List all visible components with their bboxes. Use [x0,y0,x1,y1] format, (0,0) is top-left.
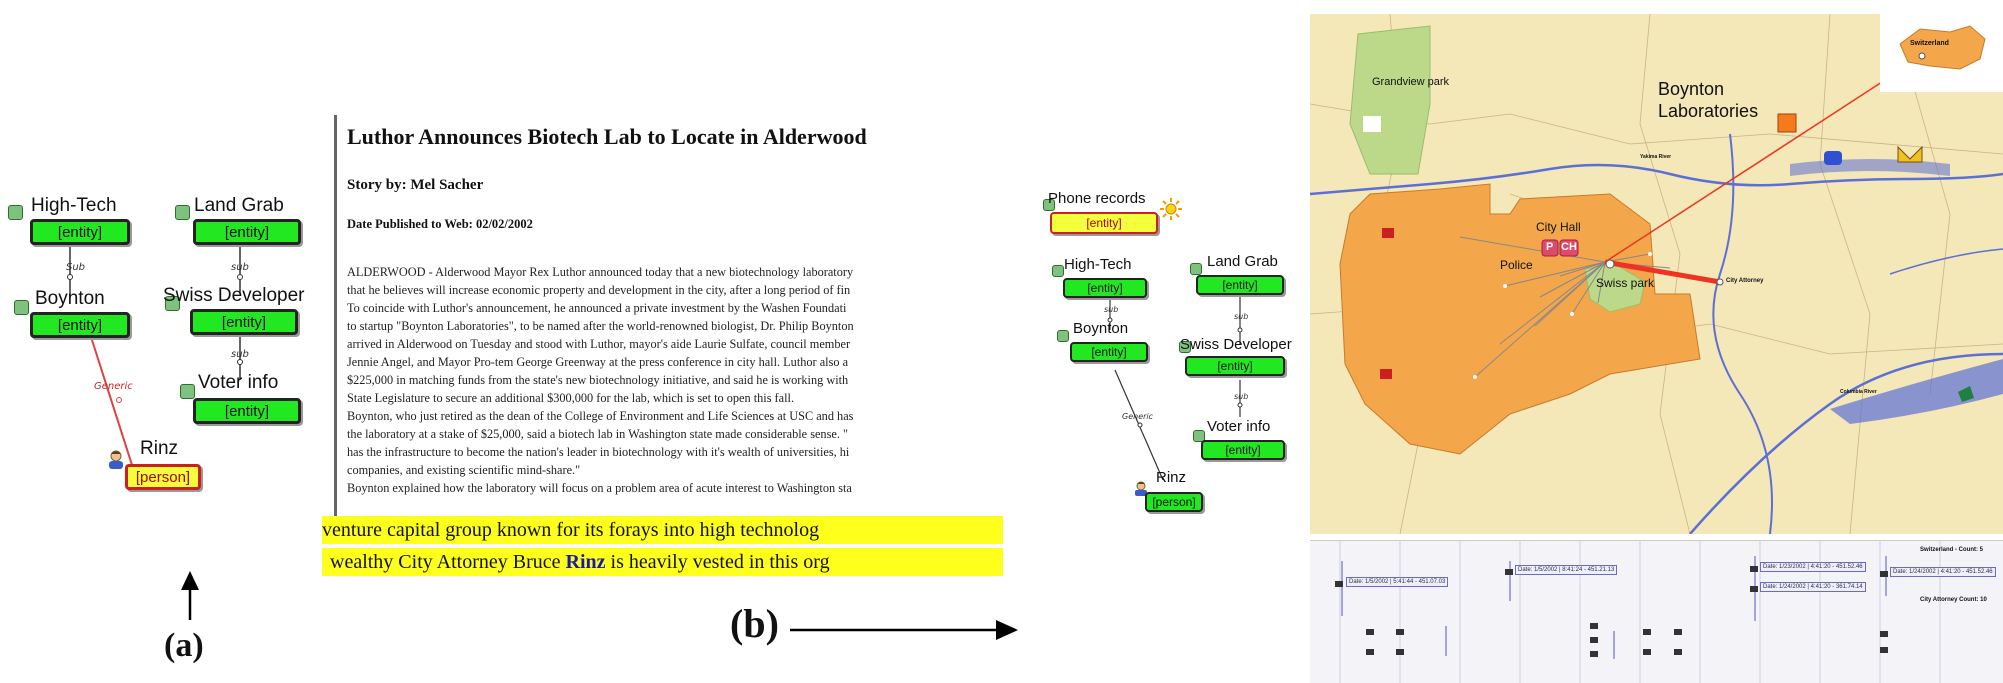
article-byline: Story by: Mel Sacher [347,177,484,193]
map-label-city-attorney: City Attorney [1726,278,1764,284]
caption-a: (a) [164,627,204,664]
marker-city-hall[interactable]: CH [1561,241,1577,253]
entity-icon [14,300,29,315]
node-voter-info[interactable]: [entity] [193,398,301,424]
timeline-view[interactable]: Date: 1/5/2002 | 5:41:44 - 451.07.03 Dat… [1310,540,2003,683]
person-icon [109,450,123,469]
node-title-high-tech: High-Tech [31,195,117,216]
article-line: to startup "Boynton Laboratories", to be… [347,319,854,333]
edge-label-generic: Generic [1122,412,1154,421]
map-label-river-bottom: Columbia River [1840,389,1877,395]
article-line: Jennie Angel, and Mayor Pro-tem George G… [347,355,849,369]
map-label-boynton-laboratories: Boynton Laboratories [1658,79,1759,121]
node-title-swiss-developer: Swiss Developer [1180,336,1292,353]
map-view[interactable]: Grandview park Boynton Laboratories City… [1310,14,2003,534]
map-label-city-hall: City Hall [1536,220,1581,234]
map-label-police: Police [1500,258,1533,272]
highlight-text: wealthy City Attorney Bruce [330,551,566,573]
timeline-event[interactable]: Date: 1/5/2002 | 8:41:24 - 451.21.13 [1515,565,1618,575]
entity-icon [165,296,180,311]
node-title-rinz: Rinz [140,438,179,459]
article-line: arrived in Alderwood on Tuesday and stoo… [347,337,851,351]
node-high-tech[interactable]: [entity] [30,219,130,245]
node-title-phone-records: Phone records [1048,190,1146,207]
article-line: To coincide with Luthor's announcement, … [347,301,847,315]
highlight-text: is heavily vested in this org [605,551,830,573]
node-boynton[interactable]: [entity] [30,312,130,338]
node-title-land-grab: Land Grab [194,195,284,216]
highlight-line-1: venture capital group known for its fora… [322,516,1003,544]
article-headline: Luthor Announces Biotech Lab to Locate i… [347,124,867,149]
map-label-swiss-park: Swiss park [1596,276,1655,290]
node-title-rinz: Rinz [1156,469,1187,486]
edge-label-sub: sub [231,262,249,273]
node-title-voter-info: Voter info [198,372,279,393]
arrow-right [790,620,1018,640]
article-line: Boynton, who just retired as the dean of… [347,409,854,423]
map-canvas [1310,14,2003,534]
node-title-boynton: Boynton [35,288,105,309]
edge-label-sub: sub [231,349,249,360]
timeline-event[interactable]: Date: 1/5/2002 | 5:41:44 - 451.07.03 [1346,577,1449,587]
entity-icon [8,205,23,220]
article-date: Date Published to Web: 02/02/2002 [347,217,533,231]
entity-icon [180,384,195,399]
edge-label-sub: sub [1104,305,1119,314]
article-line: companies, and existing scientific mind-… [347,463,581,477]
entity-icon [1190,263,1202,275]
node-high-tech[interactable]: [entity] [1063,278,1147,298]
node-title-land-grab: Land Grab [1207,253,1278,270]
timeline-event[interactable]: Date: 1/24/2002 | 4:41:20 - 361.74.14 [1760,582,1866,592]
node-boynton[interactable]: [entity] [1070,342,1148,362]
caption-b: (b) [730,601,779,646]
map-label-river-top: Yakima River [1640,154,1672,160]
node-phone-records[interactable]: [entity] [1050,212,1158,234]
timeline-event[interactable]: Date: 1/23/2002 | 4:41:20 - 451.52.46 [1760,562,1866,572]
edge-label-sub: sub [1234,312,1249,321]
highlight-line-2: wealthy City Attorney Bruce Rinz is heav… [322,548,1003,576]
map-label-switzerland: Switzerland [1910,40,1949,47]
article-line: State Legislature to secure an additiona… [347,391,795,405]
node-swiss-developer[interactable]: [entity] [1185,356,1285,376]
panel-a-edges [67,246,243,620]
article-line: $225,000 in matching funds from the stat… [347,373,849,387]
entity-icon [1057,330,1069,342]
node-land-grab[interactable]: [entity] [193,219,301,245]
edge-label-sub: Sub [66,262,86,273]
node-swiss-developer[interactable]: [entity] [190,309,298,335]
node-title-swiss-developer: Swiss Developer [163,285,305,306]
entity-icon [1043,199,1055,211]
node-rinz[interactable]: [person] [125,464,201,490]
node-rinz[interactable]: [person] [1145,492,1203,512]
node-title-voter-info: Voter info [1207,418,1271,435]
timeline-event[interactable]: Date: 1/24/2002 | 4:41:20 - 451.52.46 [1890,567,1996,577]
map-label-grandview-park: Grandview park [1372,76,1450,88]
entity-icon [175,205,190,220]
timeline-label-switzerland: Switzerland - Count: 5 [1920,547,1983,553]
node-title-boynton: Boynton [1073,320,1129,337]
highlight-name-rinz[interactable]: Rinz [565,551,606,573]
entity-icon [1193,430,1205,442]
article-line: has the infrastructure to become the nat… [347,445,850,459]
article-line: that he believes will increase economic … [347,283,851,297]
node-voter-info[interactable]: [entity] [1201,440,1285,460]
article-divider [334,115,337,517]
marker-police[interactable]: P [1546,241,1554,253]
entity-icon [1052,265,1064,277]
article-line: ALDERWOOD - Alderwood Mayor Rex Luthor a… [347,265,854,279]
panel-c-edges [1107,295,1243,481]
entity-icon [1179,341,1191,353]
node-land-grab[interactable]: [entity] [1196,275,1284,295]
timeline-label-city-attorney: City Attorney Count: 10 [1920,597,1987,603]
node-title-high-tech: High-Tech [1064,256,1132,273]
article-line: the laboratory at a stake of $25,000, sa… [347,427,848,441]
person-icon [1135,481,1147,496]
edge-label-generic: Generic [94,381,133,392]
article-line: Boynton explained how the laboratory wil… [347,481,852,495]
edge-label-sub: sub [1234,392,1249,401]
sun-alert-icon [1160,198,1182,220]
timeline-canvas [1335,541,1941,683]
